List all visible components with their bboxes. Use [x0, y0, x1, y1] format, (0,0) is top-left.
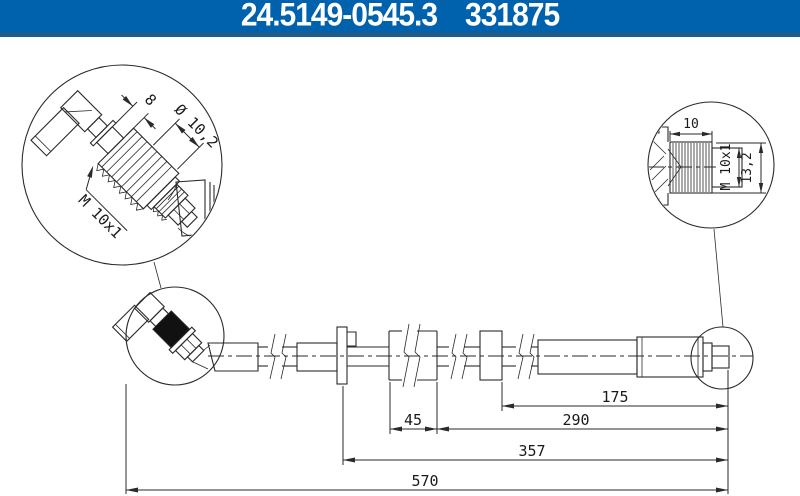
- left-detail-content: 8 Ø 10,2: [30, 89, 221, 242]
- left-detail-circle: [21, 64, 223, 266]
- dimension-13-2: 13,2: [706, 142, 766, 194]
- right-detail-circle: [647, 101, 775, 229]
- left-detail-view: 8 Ø 10,2: [21, 64, 223, 289]
- crimp-sleeve-3: [636, 336, 704, 378]
- grommet-2: [479, 330, 503, 381]
- right-detail-leader-line: [713, 228, 724, 328]
- break-symbol: [450, 333, 457, 380]
- thread-callout-label: M 10x1: [75, 191, 126, 242]
- dimension-175: 175: [502, 388, 728, 409]
- dim-8-label: 8: [141, 90, 160, 109]
- dim-570-label: 570: [411, 472, 438, 490]
- dim-45-label: 45: [404, 411, 422, 429]
- break-symbol: [517, 333, 524, 380]
- hose-section: [537, 339, 638, 375]
- crimp-sleeve-1: [207, 342, 259, 372]
- male-end-fitting: [702, 342, 730, 372]
- banjo-fitting: [111, 291, 205, 363]
- break-symbol: [413, 323, 421, 388]
- left-detail-leader-line: [153, 261, 162, 289]
- break-symbol: [461, 333, 468, 380]
- thread-hatch-lines: [101, 131, 173, 203]
- dimension-lines: 175 45 290 357: [125, 370, 729, 494]
- left-zoom-circle: [125, 286, 225, 386]
- dim-175-label: 175: [601, 388, 628, 406]
- technical-drawing-canvas: 8 Ø 10,2: [21, 64, 775, 494]
- fitting-taper-bottom: [192, 361, 209, 370]
- reference-number-label: 331875: [465, 0, 560, 34]
- hose-tube-b: [347, 346, 389, 367]
- hose-assembly: [111, 286, 754, 390]
- hose-tube-d: [502, 333, 538, 380]
- banjo-bolt-detail: [86, 116, 198, 228]
- hose-tube-a: [258, 333, 297, 380]
- right-detail-view: 10 M 10x1 13,2: [647, 101, 775, 328]
- dim-357-label: 357: [518, 442, 545, 460]
- break-symbol: [402, 323, 410, 388]
- break-symbol: [528, 333, 535, 380]
- dim-m10x1-label: M 10x1: [719, 144, 734, 191]
- crimp-sleeve-2: [296, 342, 338, 372]
- dimension-357: 357: [343, 442, 728, 463]
- dimension-m10x1: M 10x1: [719, 144, 742, 191]
- banjo-elbow-detail: [30, 89, 103, 157]
- thread-profile-zigzag: [96, 163, 144, 211]
- dimension-8: 8: [115, 90, 160, 137]
- grommet-1: [388, 323, 438, 388]
- break-symbol: [269, 333, 276, 380]
- nut-hatch-lines: [152, 185, 185, 221]
- dim-13-2-label: 13,2: [740, 152, 755, 183]
- thread-lines: [672, 143, 710, 192]
- male-thread-section: [649, 141, 743, 194]
- thread-shank: [711, 147, 743, 188]
- break-symbol: [280, 333, 287, 380]
- right-detail-content: 10 M 10x1 13,2: [649, 117, 766, 206]
- title-bar: 24.5149-0545.3 331875: [0, 0, 800, 37]
- mounting-bracket: [336, 326, 357, 385]
- right-zoom-circle: [690, 326, 754, 390]
- dim-10-label: 10: [683, 117, 699, 132]
- part-number-label: 24.5149-0545.3: [240, 0, 438, 34]
- dimension-10: 10: [669, 117, 713, 147]
- dimension-570: 570: [126, 472, 728, 493]
- dimension-45: 45: [390, 411, 437, 432]
- dimension-290: 290: [437, 411, 728, 432]
- dimension-diameter-10-2: Ø 10,2: [152, 101, 221, 170]
- dim-290-label: 290: [562, 411, 589, 429]
- hose-tube-c: [437, 333, 480, 380]
